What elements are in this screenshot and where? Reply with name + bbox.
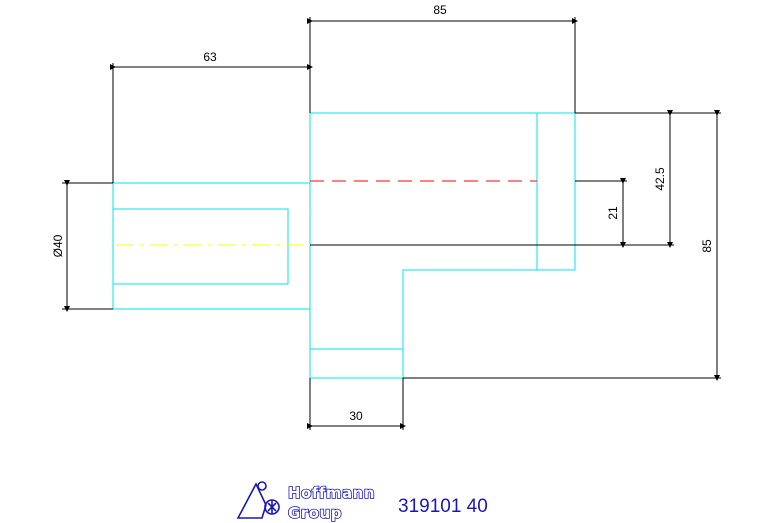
part-number: 319101 40 [398,496,488,517]
dim-d40-label: Ø40 [51,234,65,257]
logo-text-group: Group [288,504,342,522]
left-shank-outline [112,182,311,310]
main-body-outline [309,112,576,246]
dim-85-top-label: 85 [433,3,447,17]
logo-text-hoffmann: Hoffmann [288,484,375,502]
logo-mark-icon [236,481,280,519]
dim-42-5-label: 42.5 [653,167,667,191]
dim-30-label: 30 [349,409,363,423]
lower-step-profile [309,245,576,379]
dim-21-label: 21 [606,206,620,220]
left-shank-bore [112,208,289,285]
part-outline [112,112,576,379]
hoffmann-group-logo: Hoffmann Group [236,481,375,523]
dimension-lines [62,17,721,430]
dim-63-label: 63 [203,50,217,64]
right-flange [536,112,576,271]
reference-edges [310,244,575,379]
dim-85-right-label: 85 [700,239,714,253]
